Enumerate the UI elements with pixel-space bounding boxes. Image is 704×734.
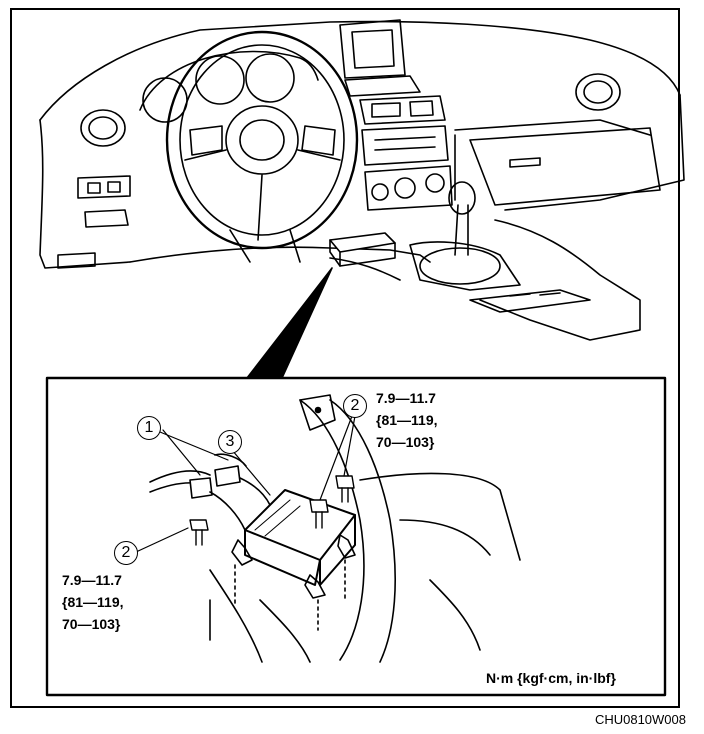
dashboard-illustration — [39, 19, 685, 341]
torque-right-line1: 7.9—11.7 — [376, 390, 436, 406]
detail-pointer — [246, 267, 333, 379]
torque-left-line2: {81—119, — [62, 594, 124, 610]
torque-right-line2: {81—119, — [376, 412, 438, 428]
detail-illustration — [149, 394, 521, 663]
figure-frame — [10, 8, 680, 708]
torque-right-line3: 70—103} — [376, 434, 435, 450]
callout-1: 1 — [137, 416, 161, 440]
torque-left-line1: 7.9—11.7 — [62, 572, 122, 588]
callout-2-left: 2 — [114, 541, 138, 565]
callout-2-top: 2 — [343, 394, 367, 418]
callout-3: 3 — [218, 430, 242, 454]
leader-lines — [135, 415, 356, 553]
detail-box — [45, 376, 667, 697]
torque-left-line3: 70—103} — [62, 616, 121, 632]
torque-units: N·m {kgf·cm, in·lbf} — [486, 670, 616, 686]
figure-code: CHU0810W008 — [594, 712, 686, 727]
